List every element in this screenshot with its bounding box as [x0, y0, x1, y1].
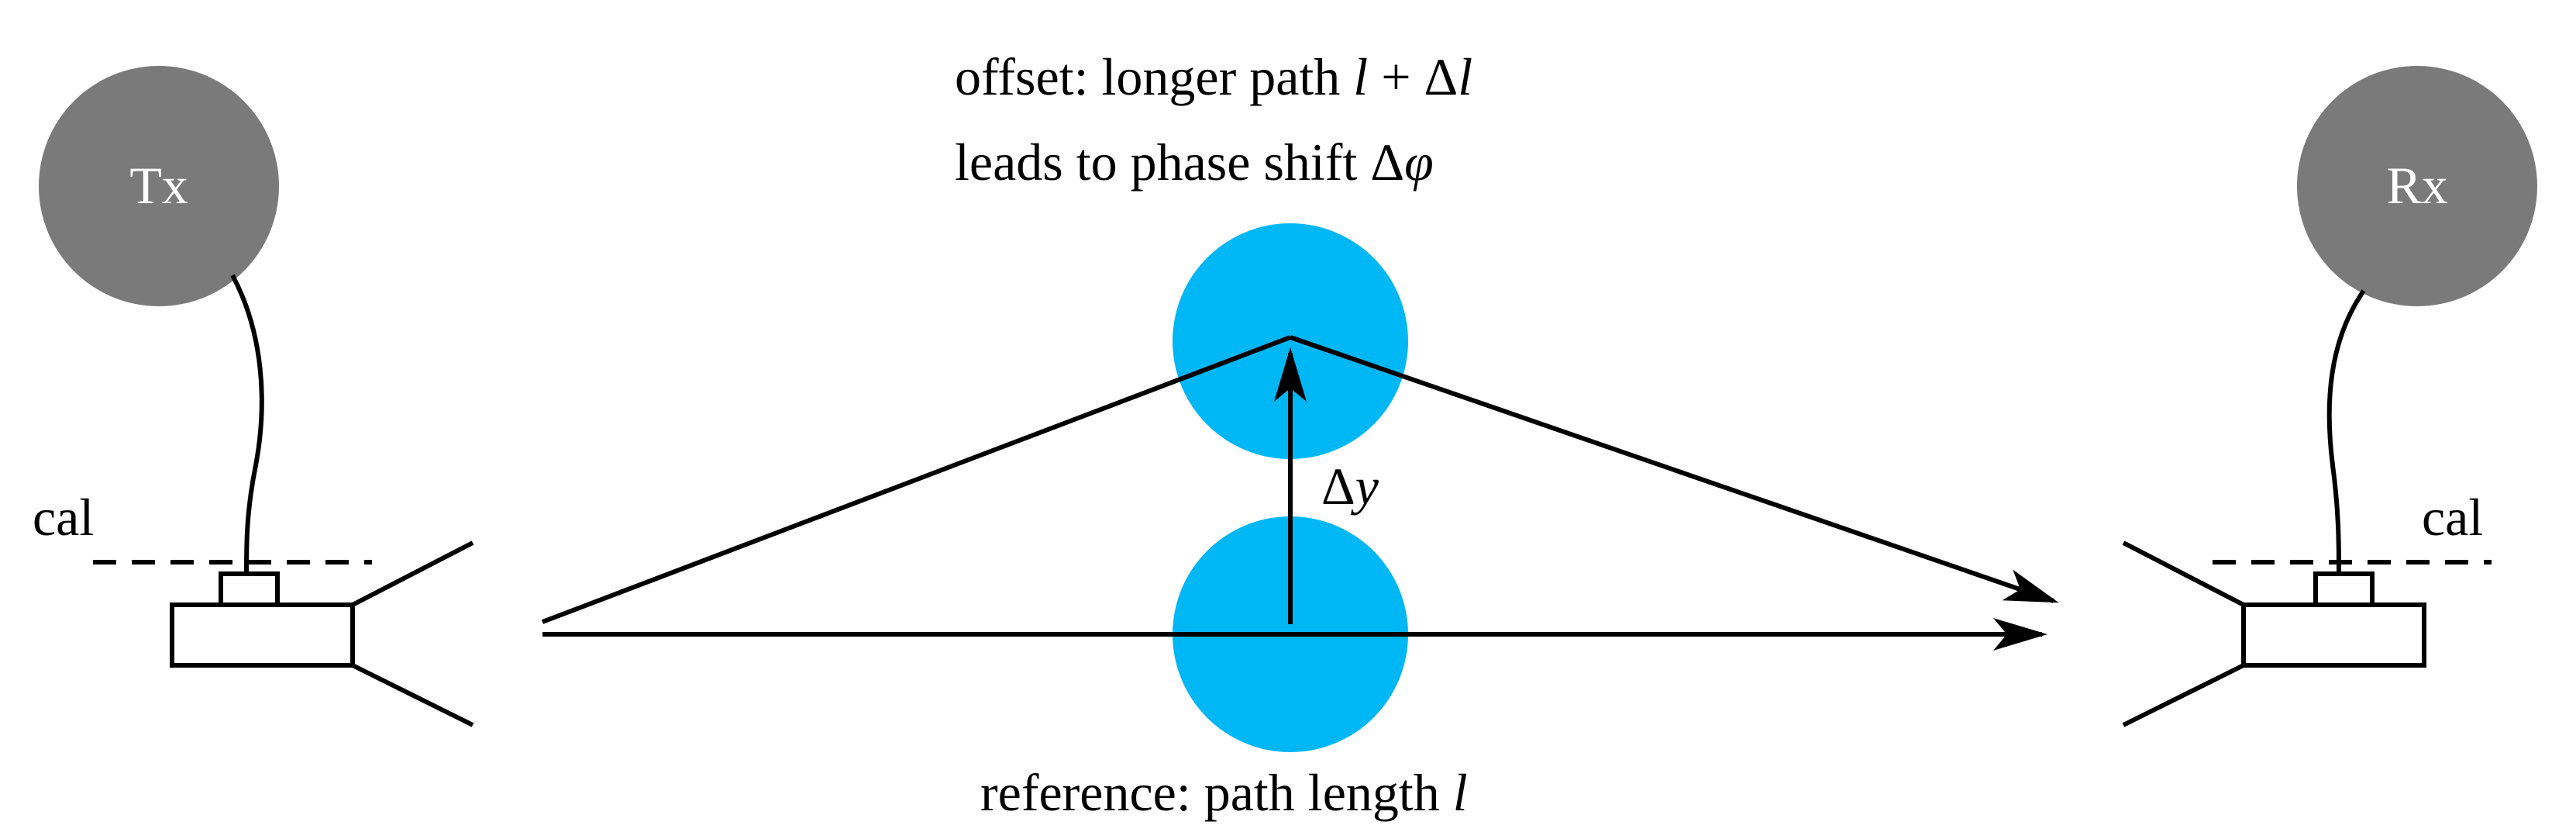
rx-horn-top	[2122, 540, 2245, 607]
tx-cable	[230, 274, 264, 575]
tx-label: Tx	[129, 156, 188, 215]
target-offset	[1173, 223, 1408, 459]
delta-y-label: Δy	[1321, 457, 1379, 516]
tx-node: Tx	[39, 66, 279, 306]
offset-path-return-arrow	[1290, 335, 2059, 603]
rx-horn-bottom	[2122, 663, 2245, 727]
rx-antenna	[2122, 540, 2426, 727]
rx-label: Rx	[2386, 156, 2447, 215]
tx-cal-label: cal	[33, 488, 94, 547]
offset-label-line1: offset: longer path l + Δl	[955, 47, 1472, 106]
tx-circle	[39, 66, 279, 306]
rx-antenna-body	[2241, 602, 2426, 668]
rx-cal-label: cal	[2422, 488, 2483, 547]
tx-horn-top	[351, 540, 474, 607]
tx-antenna-body	[170, 602, 355, 668]
rx-node: Rx	[2297, 66, 2537, 306]
rx-connector	[2313, 571, 2375, 607]
tx-connector	[219, 571, 280, 607]
rx-cable	[2326, 289, 2366, 575]
reference-label: reference: path length l	[980, 763, 1468, 822]
offset-path-out	[541, 335, 1292, 624]
tx-horn-bottom	[351, 663, 474, 727]
offset-label-line2: leads to phase shift Δφ	[955, 133, 1434, 192]
tx-antenna	[170, 540, 474, 727]
rx-circle	[2297, 66, 2537, 306]
